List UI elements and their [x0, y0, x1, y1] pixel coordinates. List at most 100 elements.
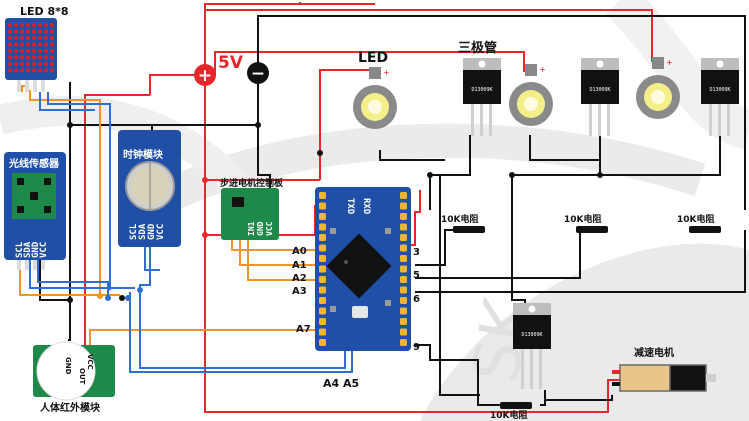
transistor-1-part: D13009K	[471, 87, 492, 93]
transistor-1: D13009K	[463, 58, 501, 136]
resistor-1-label: 10K电阻	[441, 213, 479, 225]
matrix-led-dot	[31, 22, 37, 28]
board-txd-label: TXD	[345, 198, 355, 215]
matrix-led-dot	[25, 29, 31, 34]
clock-pin-gnd: GND	[147, 223, 157, 240]
header-pad	[319, 213, 326, 220]
pin-label-a1: A1	[292, 260, 307, 271]
matrix-led-dot	[13, 22, 19, 28]
header-pad	[400, 213, 407, 220]
matrix-led-dot	[49, 68, 55, 73]
matrix-led-dot	[43, 35, 49, 41]
header-pad	[400, 234, 407, 241]
header-pad	[400, 265, 407, 273]
matrix-led-dot	[49, 29, 55, 34]
header-pad	[400, 202, 407, 210]
matrix-led-dot	[19, 61, 25, 67]
header-pad	[319, 244, 326, 252]
matrix-led-dot	[43, 22, 49, 28]
matrix-led-dot	[49, 35, 55, 41]
pin-label-d5: 5	[413, 270, 420, 281]
matrix-led-dot	[7, 55, 13, 60]
pin-label-d3: 3	[413, 247, 420, 258]
clock-pin-vcc: VCC	[156, 224, 166, 240]
header-pad	[400, 192, 407, 199]
matrix-led-dot	[37, 35, 43, 41]
nano-pads-right	[400, 192, 407, 346]
header-pad	[400, 339, 407, 346]
clock-module: 时钟模块 VCC GND SDA SCL	[118, 130, 181, 247]
matrix-led-dot	[31, 55, 37, 60]
light-sensor-module: 光线传感器 VCC GND SDA SCL	[4, 152, 66, 270]
junction-dots	[67, 70, 603, 303]
matrix-led-dot	[25, 42, 31, 47]
matrix-led-dot	[7, 68, 13, 73]
clock-pin-scl: SCL	[129, 223, 139, 240]
matrix-led-dot	[19, 35, 25, 41]
resistor-4-label: 10K电阻	[490, 409, 528, 421]
power-led-1: +	[353, 67, 397, 129]
led-label: LED	[358, 50, 388, 66]
matrix-led-dot	[7, 29, 13, 34]
power-plus-sign: +	[198, 66, 212, 86]
pir-pin-gnd: GND	[64, 357, 72, 375]
power-voltage-label: 5V	[218, 53, 244, 73]
matrix-led-dot	[49, 42, 55, 47]
pir-pin-vcc: VCC	[86, 354, 94, 370]
matrix-led-dot	[49, 55, 55, 60]
matrix-led-dot	[13, 61, 19, 67]
sensor-pin-sda: SDA	[23, 241, 33, 258]
matrix-led-dot	[31, 61, 37, 67]
matrix-led-dot	[7, 35, 13, 41]
sensor-pin-vcc: VCC	[39, 242, 49, 258]
svg-text:+: +	[539, 65, 546, 74]
header-pad	[319, 276, 326, 283]
arduino-nano-board: TXD RXD	[315, 187, 411, 351]
driver-pin-in1: IN1	[247, 221, 256, 236]
matrix-led-dot	[13, 48, 19, 54]
matrix-led-dot	[19, 48, 25, 54]
header-pad	[319, 339, 326, 346]
matrix-led-dot	[43, 55, 49, 60]
header-pad	[400, 318, 407, 325]
power-symbol: + − 5V	[194, 53, 269, 86]
led-matrix-label: LED 8*8	[20, 5, 69, 18]
gear-motor: 减速电机	[612, 346, 716, 392]
header-pad	[400, 286, 407, 294]
header-pad	[319, 318, 326, 325]
matrix-led-dot	[13, 29, 19, 34]
header-pad	[319, 202, 326, 210]
matrix-led-dot	[37, 55, 43, 60]
pir-pin-out: OUT	[78, 368, 86, 385]
matrix-led-dot	[49, 22, 55, 28]
led-matrix-dots	[7, 22, 55, 73]
power-plus-terminal	[194, 64, 216, 86]
gear-motor-label: 减速电机	[634, 346, 674, 359]
matrix-led-dot	[31, 29, 37, 34]
pin-label-a7: A7	[296, 324, 311, 335]
transistor-2: D13009K	[581, 58, 619, 136]
matrix-led-dot	[19, 29, 25, 34]
power-minus-sign: −	[251, 64, 265, 84]
matrix-led-dot	[25, 35, 31, 41]
matrix-led-dot	[13, 68, 19, 73]
matrix-led-dot	[13, 35, 19, 41]
matrix-led-dot	[37, 61, 43, 67]
board-rxd-label: RXD	[361, 198, 371, 215]
transistor-motor-part: D13009K	[521, 332, 542, 338]
i2c-pins-label: A4 A5	[323, 377, 359, 390]
matrix-led-dot	[31, 35, 37, 41]
resistor-1: 10K电阻	[441, 213, 485, 233]
header-pad	[319, 328, 326, 336]
matrix-led-dot	[13, 55, 19, 60]
matrix-led-dot	[19, 68, 25, 73]
pin-label-a0: A0	[292, 246, 307, 257]
header-pad	[400, 223, 407, 231]
matrix-led-dot	[37, 48, 43, 54]
resistor-4: 10K电阻	[490, 402, 532, 421]
pir-module-label: 人体红外模块	[40, 401, 101, 414]
matrix-led-dot	[19, 42, 25, 47]
matrix-led-dot	[37, 22, 43, 28]
header-pad	[319, 234, 326, 241]
